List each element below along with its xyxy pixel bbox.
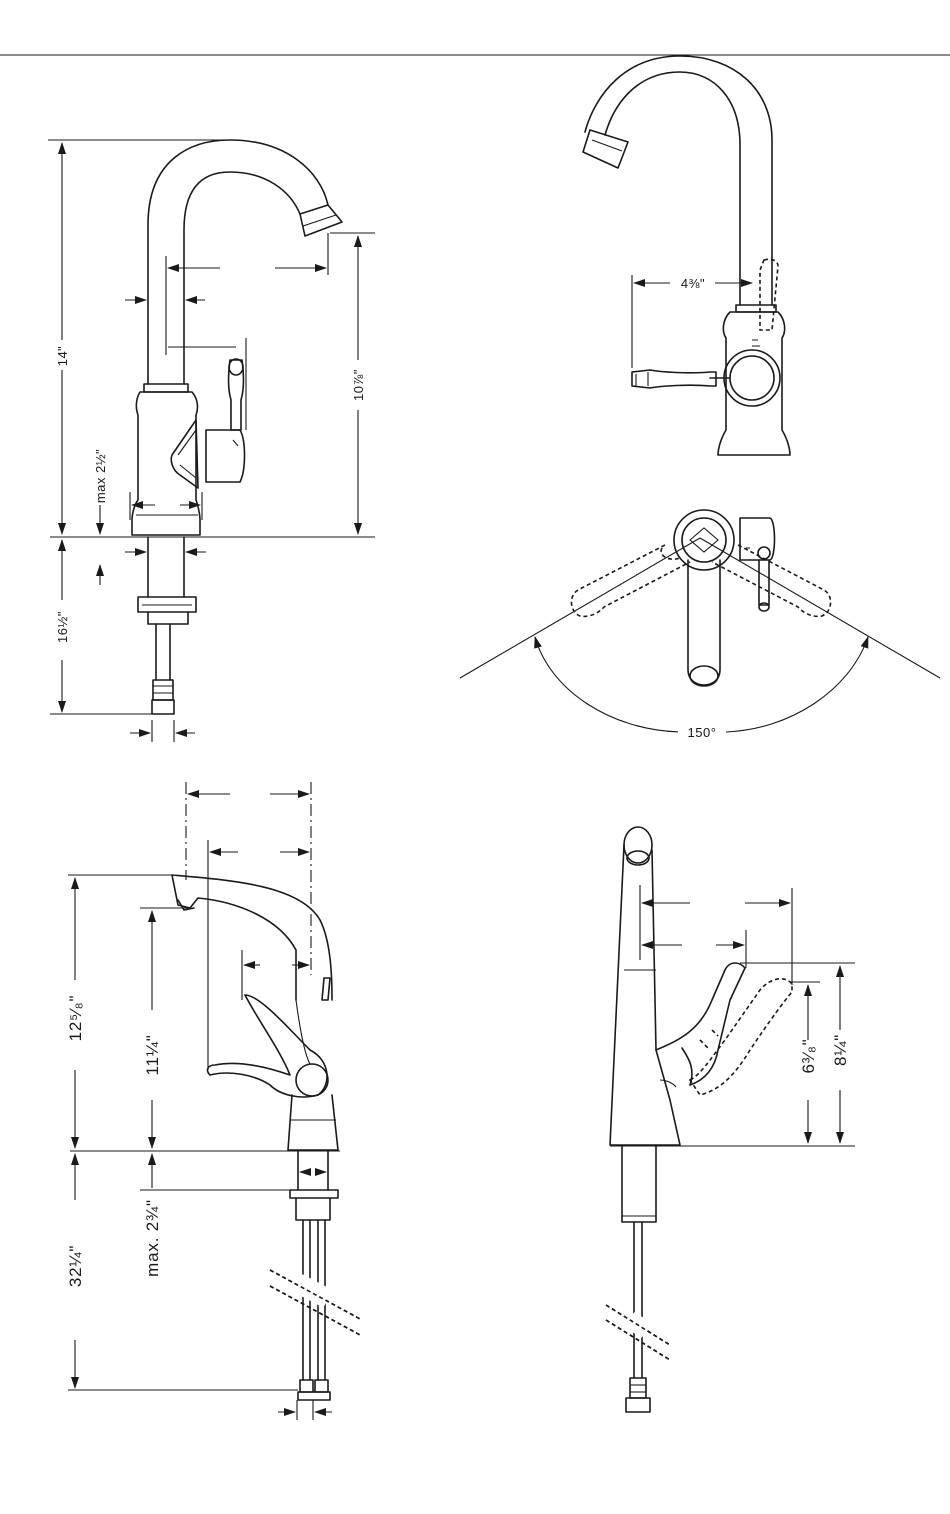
view-1-front-classic: 14" 10⅞" max 2½" 16½" (48, 140, 375, 742)
dim-max-deck: max 2½" (93, 449, 108, 503)
dim-height-total: 14" (55, 346, 70, 367)
dim-handle-small: 6³⁄₈" (799, 1038, 818, 1073)
dim-max-deck-modern: max. 2¾" (143, 1199, 162, 1277)
dim-height-total-modern: 12⁵⁄₈" (66, 995, 85, 1042)
dim-handle-large: 8¼" (831, 1034, 850, 1066)
view-4-front-modern: 12⁵⁄₈" 11¼" max. 2¾" 32¼" (66, 782, 362, 1420)
view-3-top-rotation: 150° (460, 510, 940, 740)
dim-below-deck-modern: 32¼" (66, 1245, 85, 1287)
view-5-side-modern: 6³⁄₈" 8¼" (606, 827, 855, 1412)
dim-below-deck: 16½" (55, 611, 70, 643)
dim-spout-height-modern: 11¼" (143, 1034, 162, 1075)
dim-spout-height: 10⅞" (351, 369, 366, 401)
view-2-side-classic: 4⅜" (583, 56, 790, 455)
dim-rotation-angle: 150° (688, 725, 717, 740)
dim-handle-reach: 4⅜" (681, 276, 705, 291)
